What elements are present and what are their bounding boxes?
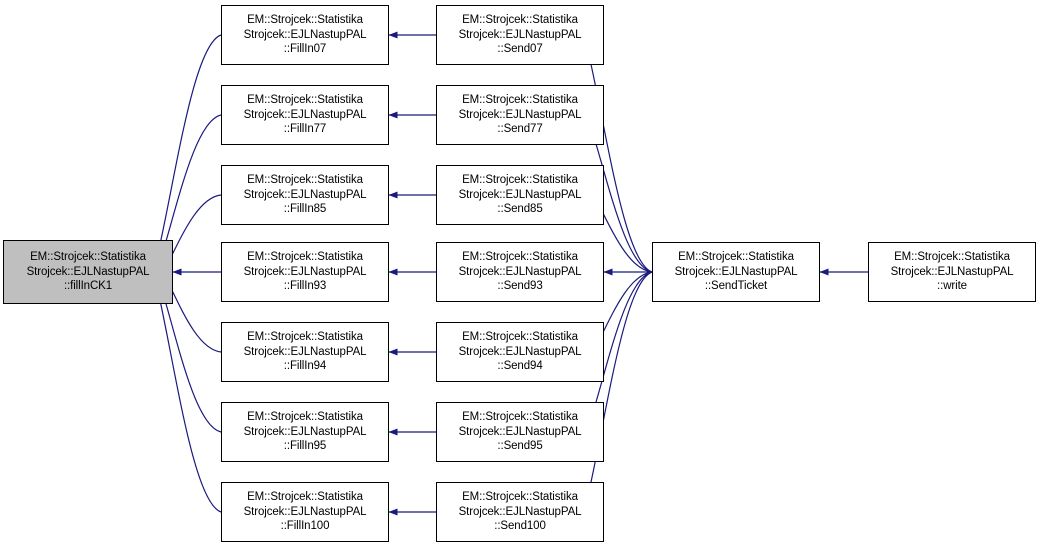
- graph-node-label: EM::Strojcek::Statistika Strojcek::EJLNa…: [243, 251, 367, 293]
- graph-node-FillIn95[interactable]: EM::Strojcek::Statistika Strojcek::EJLNa…: [221, 402, 389, 462]
- graph-node-FillIn94[interactable]: EM::Strojcek::Statistika Strojcek::EJLNa…: [221, 322, 389, 382]
- graph-node-label: EM::Strojcek::Statistika Strojcek::EJLNa…: [26, 251, 150, 293]
- graph-node-FillIn07[interactable]: EM::Strojcek::Statistika Strojcek::EJLNa…: [221, 5, 389, 65]
- graph-node-label: EM::Strojcek::Statistika Strojcek::EJLNa…: [243, 331, 367, 373]
- graph-node-FillIn85[interactable]: EM::Strojcek::Statistika Strojcek::EJLNa…: [221, 165, 389, 225]
- graph-node-Send93[interactable]: EM::Strojcek::Statistika Strojcek::EJLNa…: [436, 242, 604, 302]
- graph-node-label: EM::Strojcek::Statistika Strojcek::EJLNa…: [458, 251, 582, 293]
- graph-node-label: EM::Strojcek::Statistika Strojcek::EJLNa…: [243, 174, 367, 216]
- graph-node-label: EM::Strojcek::Statistika Strojcek::EJLNa…: [458, 491, 582, 533]
- graph-node-label: EM::Strojcek::Statistika Strojcek::EJLNa…: [458, 331, 582, 373]
- graph-node-Send85[interactable]: EM::Strojcek::Statistika Strojcek::EJLNa…: [436, 165, 604, 225]
- graph-node-label: EM::Strojcek::Statistika Strojcek::EJLNa…: [890, 251, 1014, 293]
- graph-node-write[interactable]: EM::Strojcek::Statistika Strojcek::EJLNa…: [868, 242, 1036, 302]
- graph-node-Send07[interactable]: EM::Strojcek::Statistika Strojcek::EJLNa…: [436, 5, 604, 65]
- graph-node-label: EM::Strojcek::Statistika Strojcek::EJLNa…: [243, 491, 367, 533]
- graph-node-FillIn93[interactable]: EM::Strojcek::Statistika Strojcek::EJLNa…: [221, 242, 389, 302]
- graph-node-fillInCK1[interactable]: EM::Strojcek::Statistika Strojcek::EJLNa…: [3, 240, 173, 304]
- graph-node-label: EM::Strojcek::Statistika Strojcek::EJLNa…: [458, 14, 582, 56]
- graph-node-Send77[interactable]: EM::Strojcek::Statistika Strojcek::EJLNa…: [436, 85, 604, 145]
- graph-node-label: EM::Strojcek::Statistika Strojcek::EJLNa…: [674, 251, 798, 293]
- graph-node-label: EM::Strojcek::Statistika Strojcek::EJLNa…: [243, 94, 367, 136]
- graph-node-label: EM::Strojcek::Statistika Strojcek::EJLNa…: [458, 174, 582, 216]
- graph-node-FillIn77[interactable]: EM::Strojcek::Statistika Strojcek::EJLNa…: [221, 85, 389, 145]
- graph-node-label: EM::Strojcek::Statistika Strojcek::EJLNa…: [458, 411, 582, 453]
- graph-node-FillIn100[interactable]: EM::Strojcek::Statistika Strojcek::EJLNa…: [221, 482, 389, 542]
- graph-node-SendTicket[interactable]: EM::Strojcek::Statistika Strojcek::EJLNa…: [652, 242, 820, 302]
- graph-node-label: EM::Strojcek::Statistika Strojcek::EJLNa…: [243, 14, 367, 56]
- graph-node-Send100[interactable]: EM::Strojcek::Statistika Strojcek::EJLNa…: [436, 482, 604, 542]
- graph-node-label: EM::Strojcek::Statistika Strojcek::EJLNa…: [458, 94, 582, 136]
- graph-node-label: EM::Strojcek::Statistika Strojcek::EJLNa…: [243, 411, 367, 453]
- graph-node-Send95[interactable]: EM::Strojcek::Statistika Strojcek::EJLNa…: [436, 402, 604, 462]
- graph-node-Send94[interactable]: EM::Strojcek::Statistika Strojcek::EJLNa…: [436, 322, 604, 382]
